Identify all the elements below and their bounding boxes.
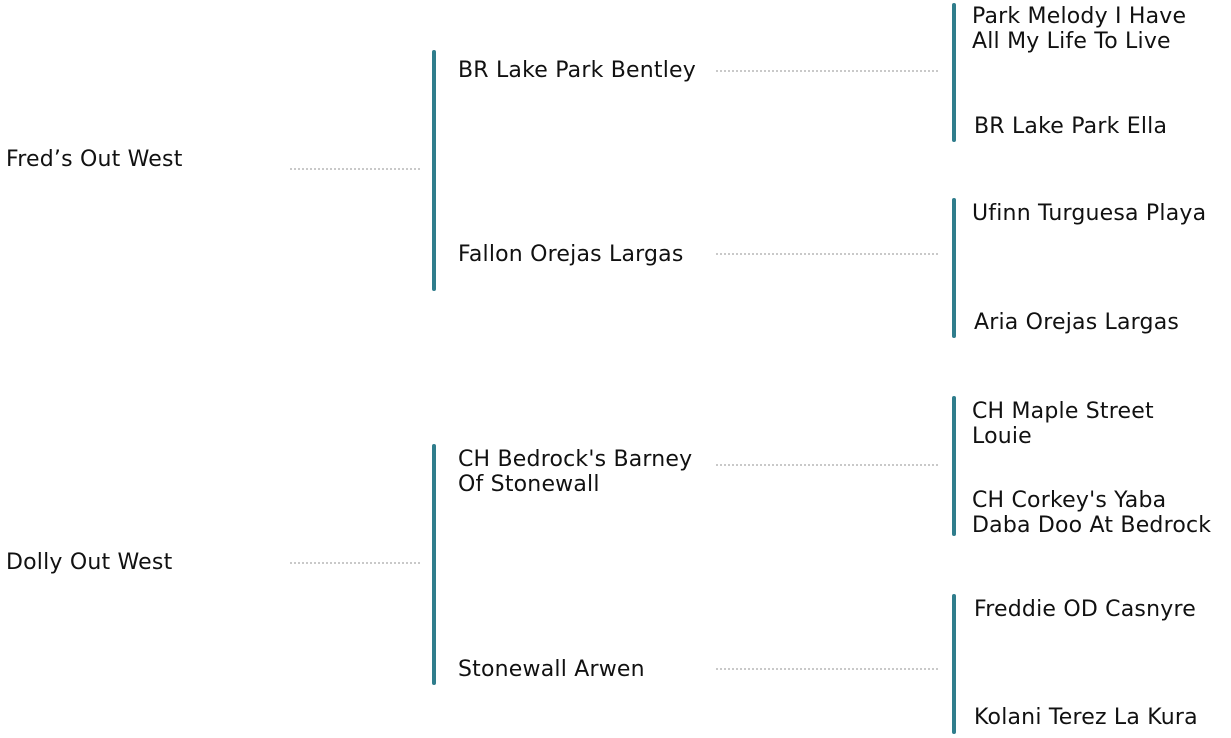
sire-dam-connector — [716, 253, 938, 255]
great-grandparent-3: Ufinn Turguesa Playa — [972, 201, 1207, 226]
great-grandparent-4: Aria Orejas Largas — [974, 310, 1180, 335]
dam-sire-name: CH Bedrock's Barney Of Stonewall — [458, 447, 693, 497]
sire-sire-connector — [716, 70, 938, 72]
great-grandparent-6: CH Corkey's Yaba Daba Doo At Bedrock — [972, 488, 1212, 538]
great-grandparent-7: Freddie OD Casnyre — [974, 597, 1196, 622]
dam-dam-name: Stonewall Arwen — [458, 657, 645, 682]
sire-dam-name: Fallon Orejas Largas — [458, 242, 684, 267]
sire-name: Fred’s Out West — [6, 147, 183, 172]
dam-parents-bracket — [432, 444, 436, 685]
bracket-gen3-3 — [952, 396, 956, 536]
great-grandparent-1: Park Melody I Have All My Life To Live — [972, 4, 1187, 54]
dam-connector — [290, 562, 420, 564]
dam-name: Dolly Out West — [6, 550, 173, 575]
dam-sire-connector — [716, 464, 938, 466]
great-grandparent-5: CH Maple Street Louie — [972, 399, 1154, 449]
bracket-gen3-4 — [952, 594, 956, 734]
sire-sire-name: BR Lake Park Bentley — [458, 58, 696, 83]
bracket-gen3-1 — [952, 3, 956, 142]
dam-dam-connector — [716, 668, 938, 670]
sire-parents-bracket — [432, 50, 436, 291]
sire-connector — [290, 168, 420, 170]
bracket-gen3-2 — [952, 198, 956, 338]
great-grandparent-2: BR Lake Park Ella — [974, 114, 1168, 139]
great-grandparent-8: Kolani Terez La Kura — [974, 705, 1198, 730]
